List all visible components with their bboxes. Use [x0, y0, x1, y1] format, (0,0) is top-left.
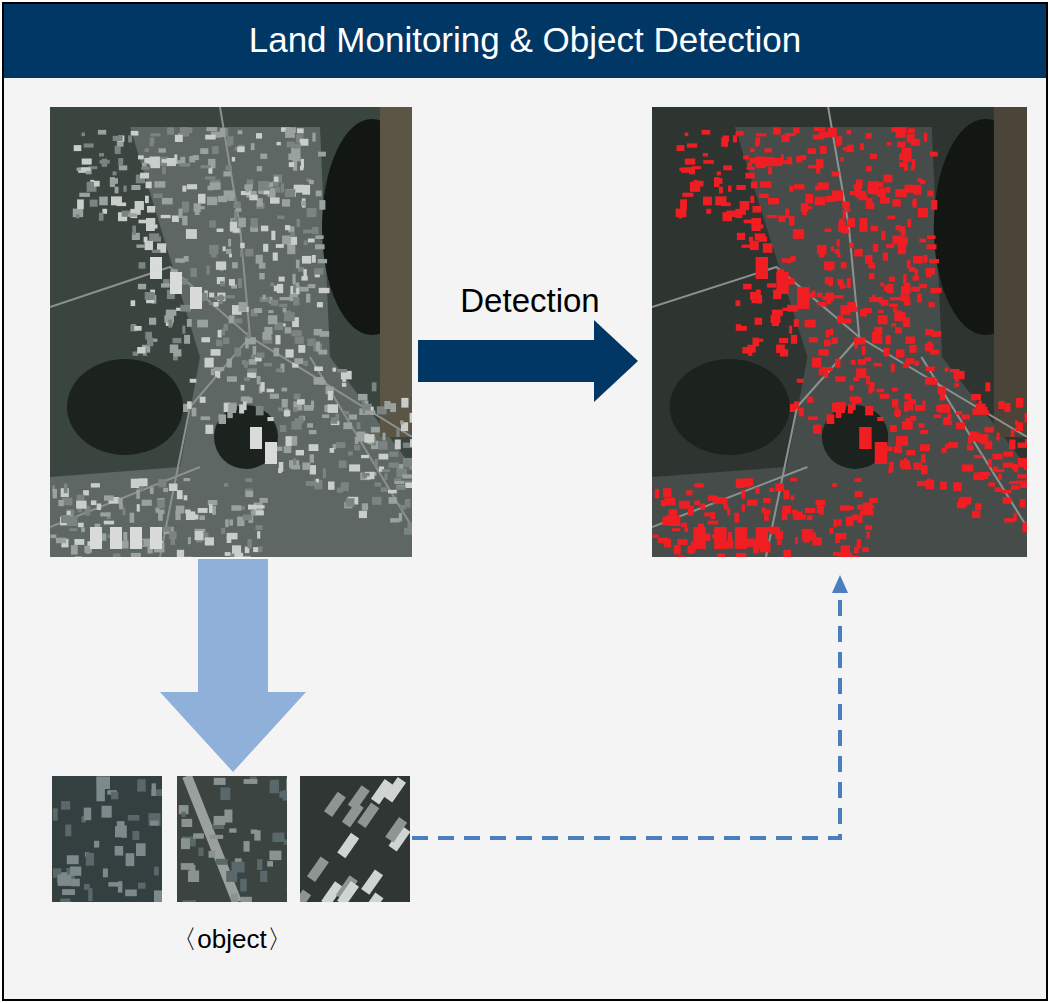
arrow-head [832, 575, 848, 593]
detection-arrow [418, 320, 638, 402]
extract-arrow [160, 559, 306, 772]
object-thumbnail [300, 776, 410, 902]
diagram-title: Land Monitoring & Object Detection [4, 20, 1046, 60]
group-label: 〈object〉 [171, 922, 292, 957]
satellite-image [50, 107, 412, 557]
detection-image [652, 107, 1027, 557]
arrow-label: Detection [460, 282, 599, 320]
object-thumbnail [177, 776, 287, 902]
object-thumbnail [52, 776, 162, 902]
illustration [4, 4, 1046, 999]
dashed-line [412, 592, 840, 838]
